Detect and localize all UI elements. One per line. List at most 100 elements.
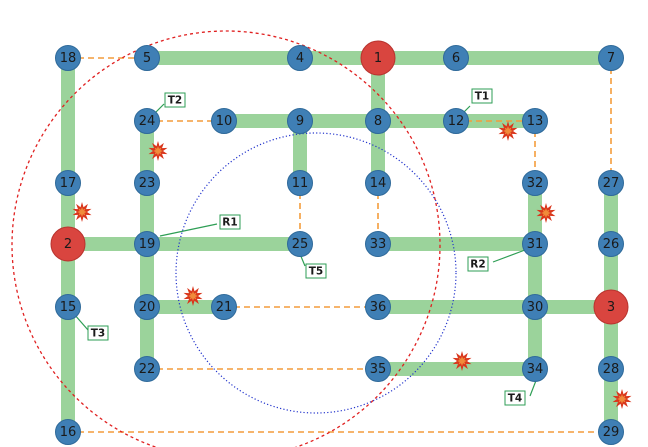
explosion-icon (452, 351, 472, 371)
node-circle (522, 170, 548, 196)
node-circle (287, 231, 313, 257)
node-label: 32 (527, 176, 544, 191)
node-label: 36 (370, 300, 387, 315)
node-circle (365, 170, 391, 196)
node-label: 23 (139, 176, 156, 191)
node-circle (55, 45, 81, 71)
node-21[interactable]: 21 (211, 294, 237, 320)
node-label: 24 (139, 114, 156, 129)
node-32[interactable]: 32 (522, 170, 548, 196)
node-22[interactable]: 22 (134, 356, 160, 382)
node-circle (522, 356, 548, 382)
node-25[interactable]: 25 (287, 231, 313, 257)
tag-label-t3: T3 (91, 328, 105, 340)
node-circle (134, 231, 160, 257)
node-28[interactable]: 28 (598, 356, 624, 382)
node-12[interactable]: 12 (443, 108, 469, 134)
node-circle (134, 45, 160, 71)
explosion-icon (72, 202, 92, 222)
node-label: 33 (370, 237, 387, 252)
node-circle (287, 108, 313, 134)
node-circle (598, 231, 624, 257)
node-label: 6 (452, 51, 460, 66)
node-circle (365, 356, 391, 382)
node-2[interactable]: 2 (50, 226, 86, 262)
node-label: 31 (527, 237, 544, 252)
node-35[interactable]: 35 (365, 356, 391, 382)
node-8[interactable]: 8 (365, 108, 391, 134)
node-label: 1 (374, 51, 382, 66)
node-circle (365, 294, 391, 320)
coverage-circle-small-blue (175, 132, 457, 414)
node-10[interactable]: 10 (211, 108, 237, 134)
tag-leader-r2 (492, 249, 526, 263)
node-24[interactable]: 24 (134, 108, 160, 134)
node-label: 34 (527, 362, 544, 377)
node-label: 17 (60, 176, 77, 191)
node-label: 16 (60, 425, 77, 440)
tag-label-t5: T5 (309, 266, 323, 278)
node-label: 20 (139, 300, 156, 315)
node-5[interactable]: 5 (134, 45, 160, 71)
node-15[interactable]: 15 (55, 294, 81, 320)
node-19[interactable]: 19 (134, 231, 160, 257)
hub-node-circle (50, 226, 86, 262)
tag-box-t1 (471, 88, 493, 104)
node-label: 15 (60, 300, 77, 315)
node-27[interactable]: 27 (598, 170, 624, 196)
node-36[interactable]: 36 (365, 294, 391, 320)
node-label: 12 (448, 114, 465, 129)
node-circle (365, 108, 391, 134)
node-7[interactable]: 7 (598, 45, 624, 71)
node-circle (522, 108, 548, 134)
node-circle (55, 170, 81, 196)
node-6[interactable]: 6 (443, 45, 469, 71)
tag-box-t5 (305, 263, 327, 279)
node-circle (598, 170, 624, 196)
node-17[interactable]: 17 (55, 170, 81, 196)
tag-box-t2 (164, 92, 186, 108)
node-9[interactable]: 9 (287, 108, 313, 134)
node-4[interactable]: 4 (287, 45, 313, 71)
explosion-icon (536, 203, 556, 223)
tag-leader-r1 (159, 223, 218, 237)
node-circle (443, 45, 469, 71)
node-30[interactable]: 30 (522, 294, 548, 320)
node-31[interactable]: 31 (522, 231, 548, 257)
node-label: 21 (216, 300, 233, 315)
tag-label-r1: R1 (222, 217, 237, 229)
node-3[interactable]: 3 (593, 289, 629, 325)
node-26[interactable]: 26 (598, 231, 624, 257)
node-33[interactable]: 33 (365, 231, 391, 257)
node-18[interactable]: 18 (55, 45, 81, 71)
node-1[interactable]: 1 (360, 40, 396, 76)
node-circle (55, 294, 81, 320)
node-29[interactable]: 29 (598, 419, 624, 445)
node-20[interactable]: 20 (134, 294, 160, 320)
node-23[interactable]: 23 (134, 170, 160, 196)
node-circle (134, 108, 160, 134)
node-label: 5 (143, 51, 151, 66)
node-circle (522, 231, 548, 257)
node-11[interactable]: 11 (287, 170, 313, 196)
node-label: 13 (527, 114, 544, 129)
node-label: 35 (370, 362, 387, 377)
node-circle (134, 356, 160, 382)
node-label: 22 (139, 362, 156, 377)
node-circle (522, 294, 548, 320)
node-circle (365, 231, 391, 257)
node-label: 4 (296, 51, 304, 66)
tag-label-t1: T1 (475, 91, 489, 103)
node-13[interactable]: 13 (522, 108, 548, 134)
node-label: 18 (60, 51, 77, 66)
tag-box-t3 (87, 325, 109, 341)
node-16[interactable]: 16 (55, 419, 81, 445)
node-circle (134, 170, 160, 196)
node-14[interactable]: 14 (365, 170, 391, 196)
explosion-icon (498, 121, 518, 141)
tag-label-t4: T4 (508, 393, 522, 405)
node-34[interactable]: 34 (522, 356, 548, 382)
node-label: 2 (64, 237, 72, 252)
hub-node-circle (360, 40, 396, 76)
